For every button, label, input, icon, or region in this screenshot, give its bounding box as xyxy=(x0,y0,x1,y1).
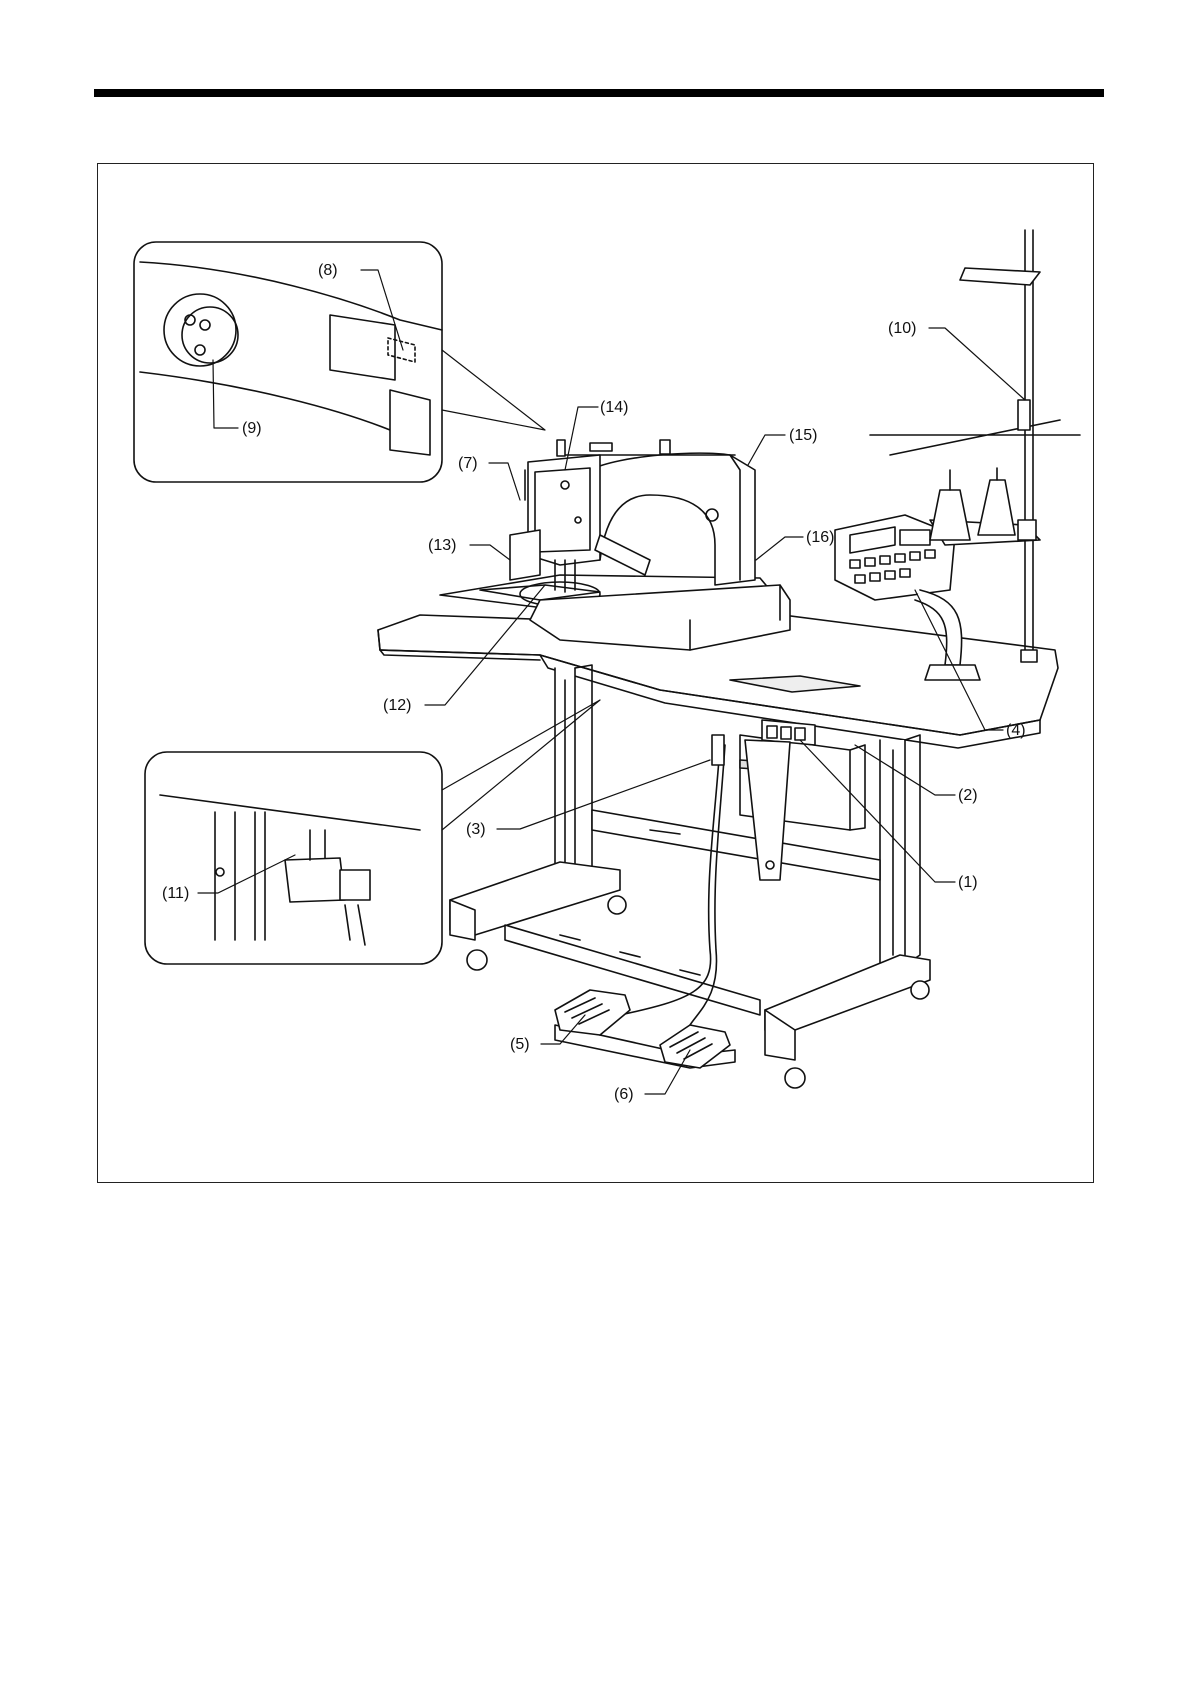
cable-clamp xyxy=(712,735,724,765)
callout-14: (14) xyxy=(600,399,628,416)
callout-7: (7) xyxy=(458,455,478,472)
callout-10: (10) xyxy=(888,320,916,337)
callout-12: (12) xyxy=(383,697,411,714)
callout-5: (5) xyxy=(510,1036,530,1053)
inset-handwheel xyxy=(134,242,442,482)
callout-9: (9) xyxy=(242,420,262,437)
callout-8: (8) xyxy=(318,262,338,279)
callout-6: (6) xyxy=(614,1086,634,1103)
callout-11: (11) xyxy=(162,885,189,902)
callout-1: (1) xyxy=(958,874,978,891)
callout-4: (4) xyxy=(1006,722,1026,739)
inset-air-regulator xyxy=(145,752,442,964)
left-pedal xyxy=(555,990,630,1035)
callout-16: (16) xyxy=(806,529,834,546)
callout-13: (13) xyxy=(428,537,456,554)
callout-2: (2) xyxy=(958,787,978,804)
callout-15: (15) xyxy=(789,427,817,444)
callout-3: (3) xyxy=(466,821,486,838)
bracket-hole xyxy=(766,861,774,869)
